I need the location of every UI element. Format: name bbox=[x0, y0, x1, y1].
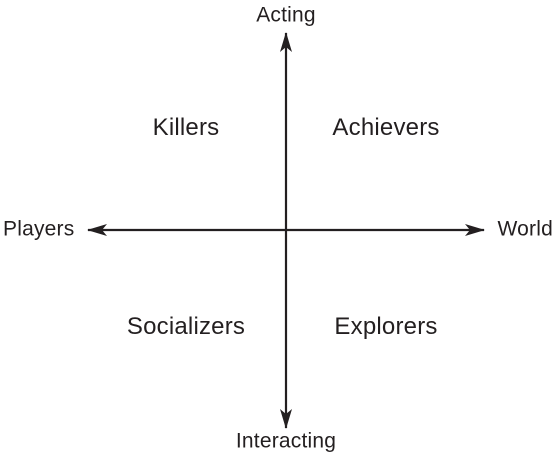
axis-label-right: World bbox=[497, 217, 553, 241]
axis-label-top: Acting bbox=[256, 3, 316, 27]
quadrant-label-socializers: Socializers bbox=[126, 313, 246, 340]
quadrant-label-explorers: Explorers bbox=[334, 313, 438, 340]
axis-label-bottom: Interacting bbox=[235, 429, 337, 453]
axis-label-left: Players bbox=[3, 217, 75, 241]
quadrant-label-killers: Killers bbox=[152, 114, 220, 141]
quadrant-label-achievers: Achievers bbox=[332, 114, 440, 141]
